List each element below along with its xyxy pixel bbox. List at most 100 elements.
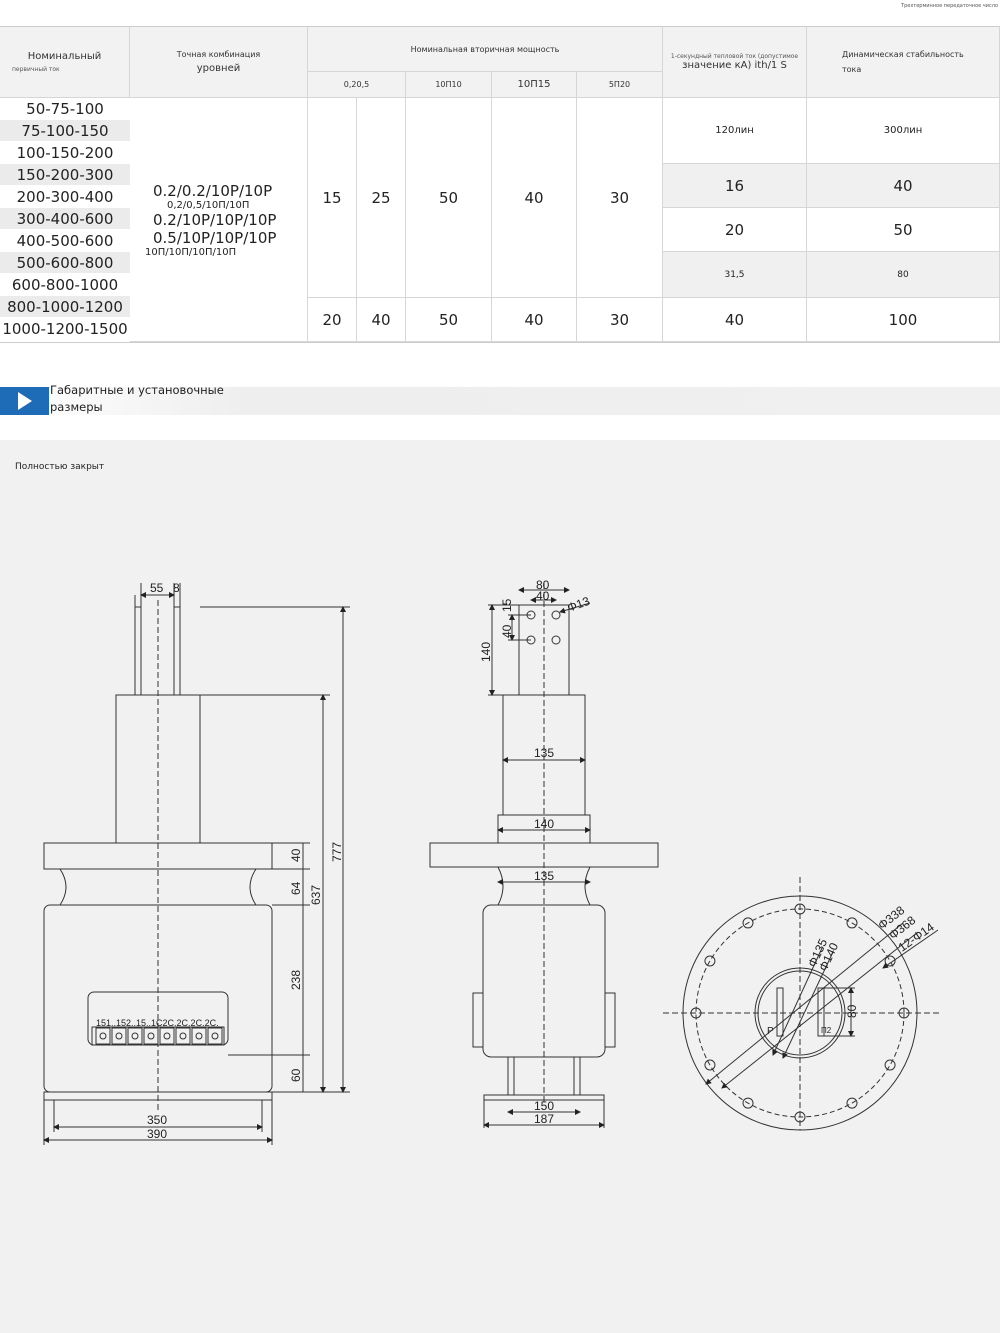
front-view — [43, 583, 350, 1145]
sub-header: 10П15 — [492, 72, 577, 98]
bolt-hole — [884, 955, 896, 967]
bolt-hole — [846, 1097, 858, 1109]
dynamic-cell: 300лин — [807, 98, 1000, 164]
primary-current-row: 1000-1200-1500 — [0, 318, 130, 340]
header-text: значение кА) ith/1 S — [682, 60, 787, 71]
power-cell: 20 — [308, 298, 357, 342]
bolt-hole — [846, 917, 858, 929]
sub-header: 0,5 — [356, 80, 370, 89]
dim-777: 777 — [330, 842, 344, 862]
dim-150: 150 — [534, 1099, 554, 1113]
play-icon — [0, 387, 49, 415]
top-note: Трехтерминное передаточное число — [901, 3, 998, 9]
dim-135: 135 — [534, 746, 554, 760]
dim-15: 15 — [500, 598, 514, 612]
dim-140: 140 — [534, 817, 554, 831]
bolt-hole — [794, 1111, 806, 1123]
combination: 0.2/0.2/10P/10P — [153, 181, 273, 200]
section-title-line: Габаритные и установочные — [50, 383, 224, 397]
front-view-dimensions: 55 8 777 637 40 64 238 60 350 390 151..1… — [96, 581, 344, 1141]
terminal — [143, 1027, 159, 1045]
terminal-p2: П2 — [821, 1026, 832, 1035]
thermal-cell: 40 — [663, 298, 807, 342]
dynamic-cell: 80 — [807, 252, 1000, 298]
header-dynamic: Динамическая стабильность тока — [807, 26, 1000, 98]
combination: 0,2/0,5/10П/10П — [167, 199, 250, 211]
bolt-hole — [742, 1097, 754, 1109]
dim-80: 80 — [536, 578, 550, 592]
primary-current-row: 300-400-600 — [0, 208, 130, 230]
header-text: уровней — [196, 63, 241, 74]
terminal — [159, 1027, 175, 1045]
primary-current-row: 75-100-150 — [0, 120, 130, 142]
terminal — [111, 1027, 127, 1045]
header-text: тока — [842, 65, 862, 74]
primary-current-row: 100-150-200 — [0, 142, 130, 164]
bolt-hole — [704, 955, 716, 967]
dim-64: 64 — [289, 881, 303, 895]
header-text: Динамическая стабильность — [842, 50, 964, 59]
dim-637: 637 — [309, 885, 323, 905]
dim-phi13: Φ13 — [565, 594, 592, 615]
terminal-labels: 151..152..15..1С2С.2С.2С.2С. — [96, 1018, 219, 1028]
section-title-line: размеры — [50, 400, 103, 414]
bolt-hole — [794, 903, 806, 915]
primary-current-row: 800-1000-1200 — [0, 296, 130, 318]
terminal-screw-icon — [163, 1032, 171, 1040]
dim-8: 8 — [173, 581, 180, 595]
sub-header: 10П10 — [406, 72, 492, 98]
bolt-hole — [742, 917, 754, 929]
power-cell: 40 — [357, 298, 406, 342]
primary-current-row: 200-300-400 — [0, 186, 130, 208]
thermal-cell: 120лин — [663, 98, 807, 164]
terminal-screw-icon — [195, 1032, 203, 1040]
dynamic-cell: 50 — [807, 208, 1000, 252]
combination: 10П/10П/10П/10П — [145, 246, 237, 258]
header-text: Номинальный — [27, 51, 102, 62]
dim-40-vertical: 40 — [500, 624, 514, 638]
primary-current-row: 50-75-100 — [0, 98, 130, 120]
drawing-area — [0, 440, 1000, 1333]
terminal-screw-icon — [211, 1032, 219, 1040]
dynamic-cell: 40 — [807, 164, 1000, 208]
terminal — [207, 1027, 223, 1045]
terminal-screw-icon — [99, 1032, 107, 1040]
terminal — [191, 1027, 207, 1045]
sub-header: 5П20 — [577, 72, 663, 98]
thermal-cell: 31,5 — [663, 252, 807, 298]
dim-40: 40 — [536, 589, 550, 603]
dim-80: 80 — [845, 1004, 859, 1018]
dim-55: 55 — [150, 581, 164, 595]
power-cell: 40 — [492, 298, 577, 342]
power-cell: 25 — [357, 98, 406, 298]
terminal-screw-icon — [115, 1032, 123, 1040]
section-title: Габаритные и установочные размеры — [50, 382, 224, 416]
dim-40: 40 — [289, 848, 303, 862]
terminal — [175, 1027, 191, 1045]
thermal-cell: 16 — [663, 164, 807, 208]
combination-cell: 0.2/0.2/10P/10P 0,2/0,5/10П/10П 0.2/10P/… — [130, 98, 308, 342]
terminal — [95, 1027, 111, 1045]
dim-135: 135 — [534, 869, 554, 883]
power-cell: 50 — [406, 98, 492, 298]
dynamic-cell: 100 — [807, 298, 1000, 342]
terminal-screw-icon — [147, 1032, 155, 1040]
dim-140-vertical: 140 — [479, 642, 493, 662]
dim-187: 187 — [534, 1112, 554, 1126]
sub-header: 0,2 — [343, 80, 357, 89]
power-cell: 30 — [577, 298, 663, 342]
power-cell: 30 — [577, 98, 663, 298]
terminal — [127, 1027, 143, 1045]
terminal-screw-icon — [179, 1032, 187, 1040]
drawing-caption: Полностью закрыт — [15, 462, 105, 472]
side-view-dimensions: 80 40 Φ13 15 40 140 135 140 135 150 187 — [479, 578, 592, 1126]
section-header — [0, 387, 1000, 415]
header-text: 1-секундный тепловой ток (допустимое — [670, 53, 799, 60]
dim-238: 238 — [289, 970, 303, 990]
primary-current-row: 500-600-800 — [0, 252, 130, 274]
